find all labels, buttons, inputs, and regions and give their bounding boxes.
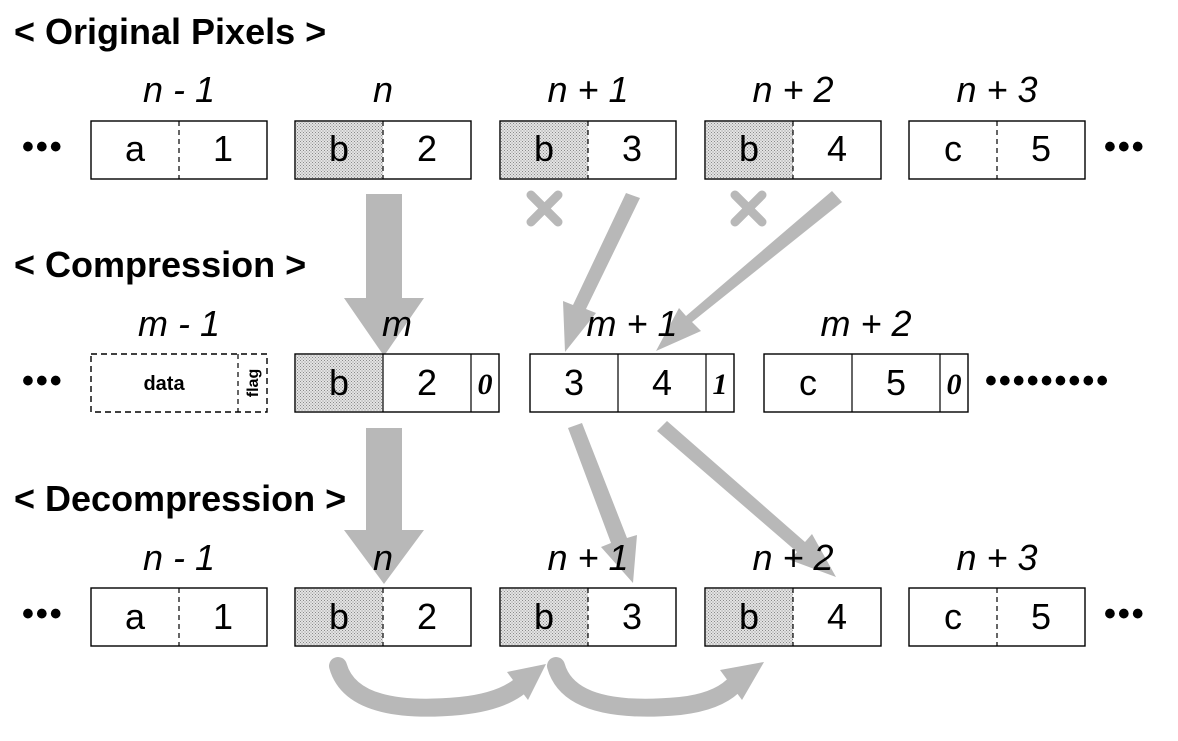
pixel-box: b 2	[294, 587, 472, 647]
index-label: n - 1	[143, 537, 215, 578]
index-label: n + 1	[547, 537, 628, 578]
compressed-block: b 2 0	[294, 353, 500, 413]
discard-x-mark-n1	[526, 190, 563, 227]
index-label: m	[382, 303, 412, 344]
placeholder-block: data flag	[90, 353, 268, 413]
pixel-value-left: c	[944, 596, 962, 637]
pixel-value-right: 2	[417, 128, 437, 169]
discard-x-mark-n2	[730, 190, 767, 227]
pixel-value-right: 1	[213, 596, 233, 637]
index-label: n + 3	[956, 537, 1037, 578]
pixel-value-right: 3	[622, 596, 642, 637]
block-value-left: 3	[564, 362, 584, 403]
arrow-down-to-m	[344, 194, 424, 356]
index-label: n - 1	[143, 69, 215, 110]
block-value-right: 4	[652, 362, 672, 403]
pixel-value-left: b	[739, 596, 759, 637]
ellipsis-right: •••	[1104, 128, 1146, 166]
copy-arrow-n-to-n1	[329, 657, 546, 717]
pixel-value-left: b	[329, 596, 349, 637]
index-label: n + 1	[547, 69, 628, 110]
flow-arrows	[329, 190, 842, 717]
pixel-value-right: 4	[827, 596, 847, 637]
pixel-box: b 3	[499, 587, 677, 647]
block-flag: 1	[713, 368, 728, 401]
pixel-box: b 3	[499, 120, 677, 180]
section-title-original: < Original Pixels >	[14, 11, 326, 52]
arrow-m1-to-n2	[657, 421, 836, 577]
pixel-value-right: 5	[1031, 596, 1051, 637]
pixel-value-right: 5	[1031, 128, 1051, 169]
pixel-value-left: a	[125, 596, 146, 637]
decompression-row: n - 1 n n + 1 n + 2 n + 3 ••• ••• a 1 b …	[22, 537, 1146, 647]
section-title-compression: < Compression >	[14, 244, 306, 285]
index-label: m + 2	[820, 303, 911, 344]
compression-row: m - 1 m m + 1 m + 2 ••• ••••••••• data f…	[22, 303, 1110, 413]
index-label: n + 2	[752, 69, 833, 110]
index-label: n + 3	[956, 69, 1037, 110]
index-label: n	[373, 69, 393, 110]
pixel-value-left: c	[944, 128, 962, 169]
block-value-left: b	[329, 362, 349, 403]
pixel-value-right: 1	[213, 128, 233, 169]
compressed-block: c 5 0	[763, 353, 969, 413]
section-title-decompression: < Decompression >	[14, 478, 346, 519]
pixel-value-left: b	[329, 128, 349, 169]
pixel-value-left: b	[534, 596, 554, 637]
flag-placeholder-label: flag	[245, 369, 262, 397]
copy-arrow-n1-to-n2	[547, 657, 764, 717]
ellipsis-left: •••	[22, 595, 64, 633]
pixel-box: b 4	[704, 587, 882, 647]
block-value-right: 5	[886, 362, 906, 403]
index-label: m + 1	[586, 303, 677, 344]
arrow-n2-to-m1	[656, 191, 842, 351]
pixel-value-left: a	[125, 128, 146, 169]
index-label: n	[373, 537, 393, 578]
block-value-left: c	[799, 362, 817, 403]
pixel-box: c 5	[908, 120, 1086, 180]
ellipsis-right-long: •••••••••	[985, 362, 1110, 400]
index-label: m - 1	[138, 303, 220, 344]
arrow-n1-to-m1	[563, 193, 640, 352]
pixel-value-right: 2	[417, 596, 437, 637]
pixel-box: a 1	[90, 120, 268, 180]
pixel-box: a 1	[90, 587, 268, 647]
pixel-value-left: b	[534, 128, 554, 169]
index-label: n + 2	[752, 537, 833, 578]
ellipsis-right: •••	[1104, 595, 1146, 633]
ellipsis-left: •••	[22, 362, 64, 400]
block-flag: 0	[947, 368, 962, 401]
pixel-value-left: b	[739, 128, 759, 169]
pixel-box: c 5	[908, 587, 1086, 647]
compressed-block: 3 4 1	[529, 353, 735, 413]
arrow-down-to-n	[344, 428, 424, 584]
pixel-box: b 2	[294, 120, 472, 180]
pixel-value-right: 3	[622, 128, 642, 169]
data-placeholder-label: data	[143, 373, 185, 395]
block-value-right: 2	[417, 362, 437, 403]
pixel-value-right: 4	[827, 128, 847, 169]
arrow-m1-to-n1	[568, 423, 637, 583]
block-flag: 0	[478, 368, 493, 401]
original-pixels-row: n - 1 n n + 1 n + 2 n + 3 ••• ••• a 1 b …	[22, 69, 1146, 180]
ellipsis-left: •••	[22, 128, 64, 166]
pixel-box: b 4	[704, 120, 882, 180]
